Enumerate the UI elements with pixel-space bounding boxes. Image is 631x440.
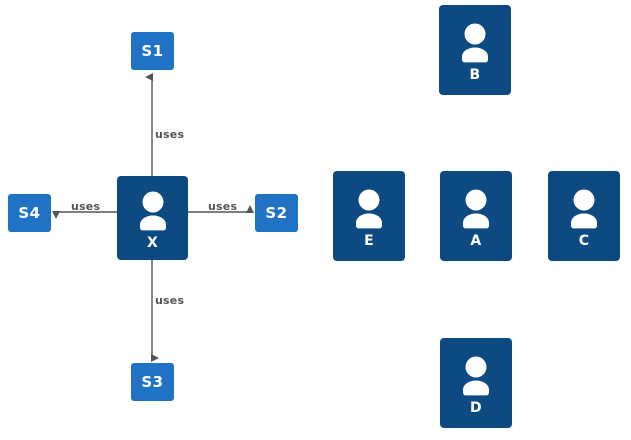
edge-label-uses-s4: uses bbox=[71, 200, 101, 213]
service-node-s1[interactable]: S1 bbox=[131, 32, 174, 70]
actor-label-a: A bbox=[470, 232, 482, 249]
actor-node-a[interactable]: A bbox=[440, 171, 512, 261]
service-label-s1: S1 bbox=[141, 42, 164, 60]
actor-node-c[interactable]: C bbox=[548, 171, 620, 261]
service-label-s4: S4 bbox=[18, 204, 41, 222]
actor-node-e[interactable]: E bbox=[333, 171, 405, 261]
person-icon bbox=[356, 189, 382, 228]
edge-label-uses-s1: uses bbox=[155, 128, 185, 141]
actor-label-x: X bbox=[146, 234, 159, 251]
service-label-s3: S3 bbox=[141, 373, 164, 391]
edge-label-uses-s2: uses bbox=[208, 200, 238, 213]
person-icon bbox=[139, 191, 166, 230]
person-icon bbox=[463, 356, 489, 395]
service-node-s3[interactable]: S3 bbox=[131, 363, 174, 401]
actor-label-c: C bbox=[578, 232, 590, 249]
edge-label-uses-s3: uses bbox=[155, 294, 185, 307]
service-node-s4[interactable]: S4 bbox=[8, 194, 51, 232]
person-icon bbox=[571, 189, 597, 228]
service-label-s2: S2 bbox=[265, 204, 288, 222]
service-node-s2[interactable]: S2 bbox=[255, 194, 298, 232]
actor-label-e: E bbox=[364, 232, 374, 249]
actor-label-b: B bbox=[469, 66, 481, 83]
actor-node-x[interactable]: X bbox=[117, 176, 188, 260]
actor-node-b[interactable]: B bbox=[439, 5, 511, 95]
actor-label-d: D bbox=[470, 399, 482, 416]
actor-node-d[interactable]: D bbox=[440, 338, 512, 428]
person-icon bbox=[462, 23, 488, 62]
person-icon bbox=[463, 189, 489, 228]
